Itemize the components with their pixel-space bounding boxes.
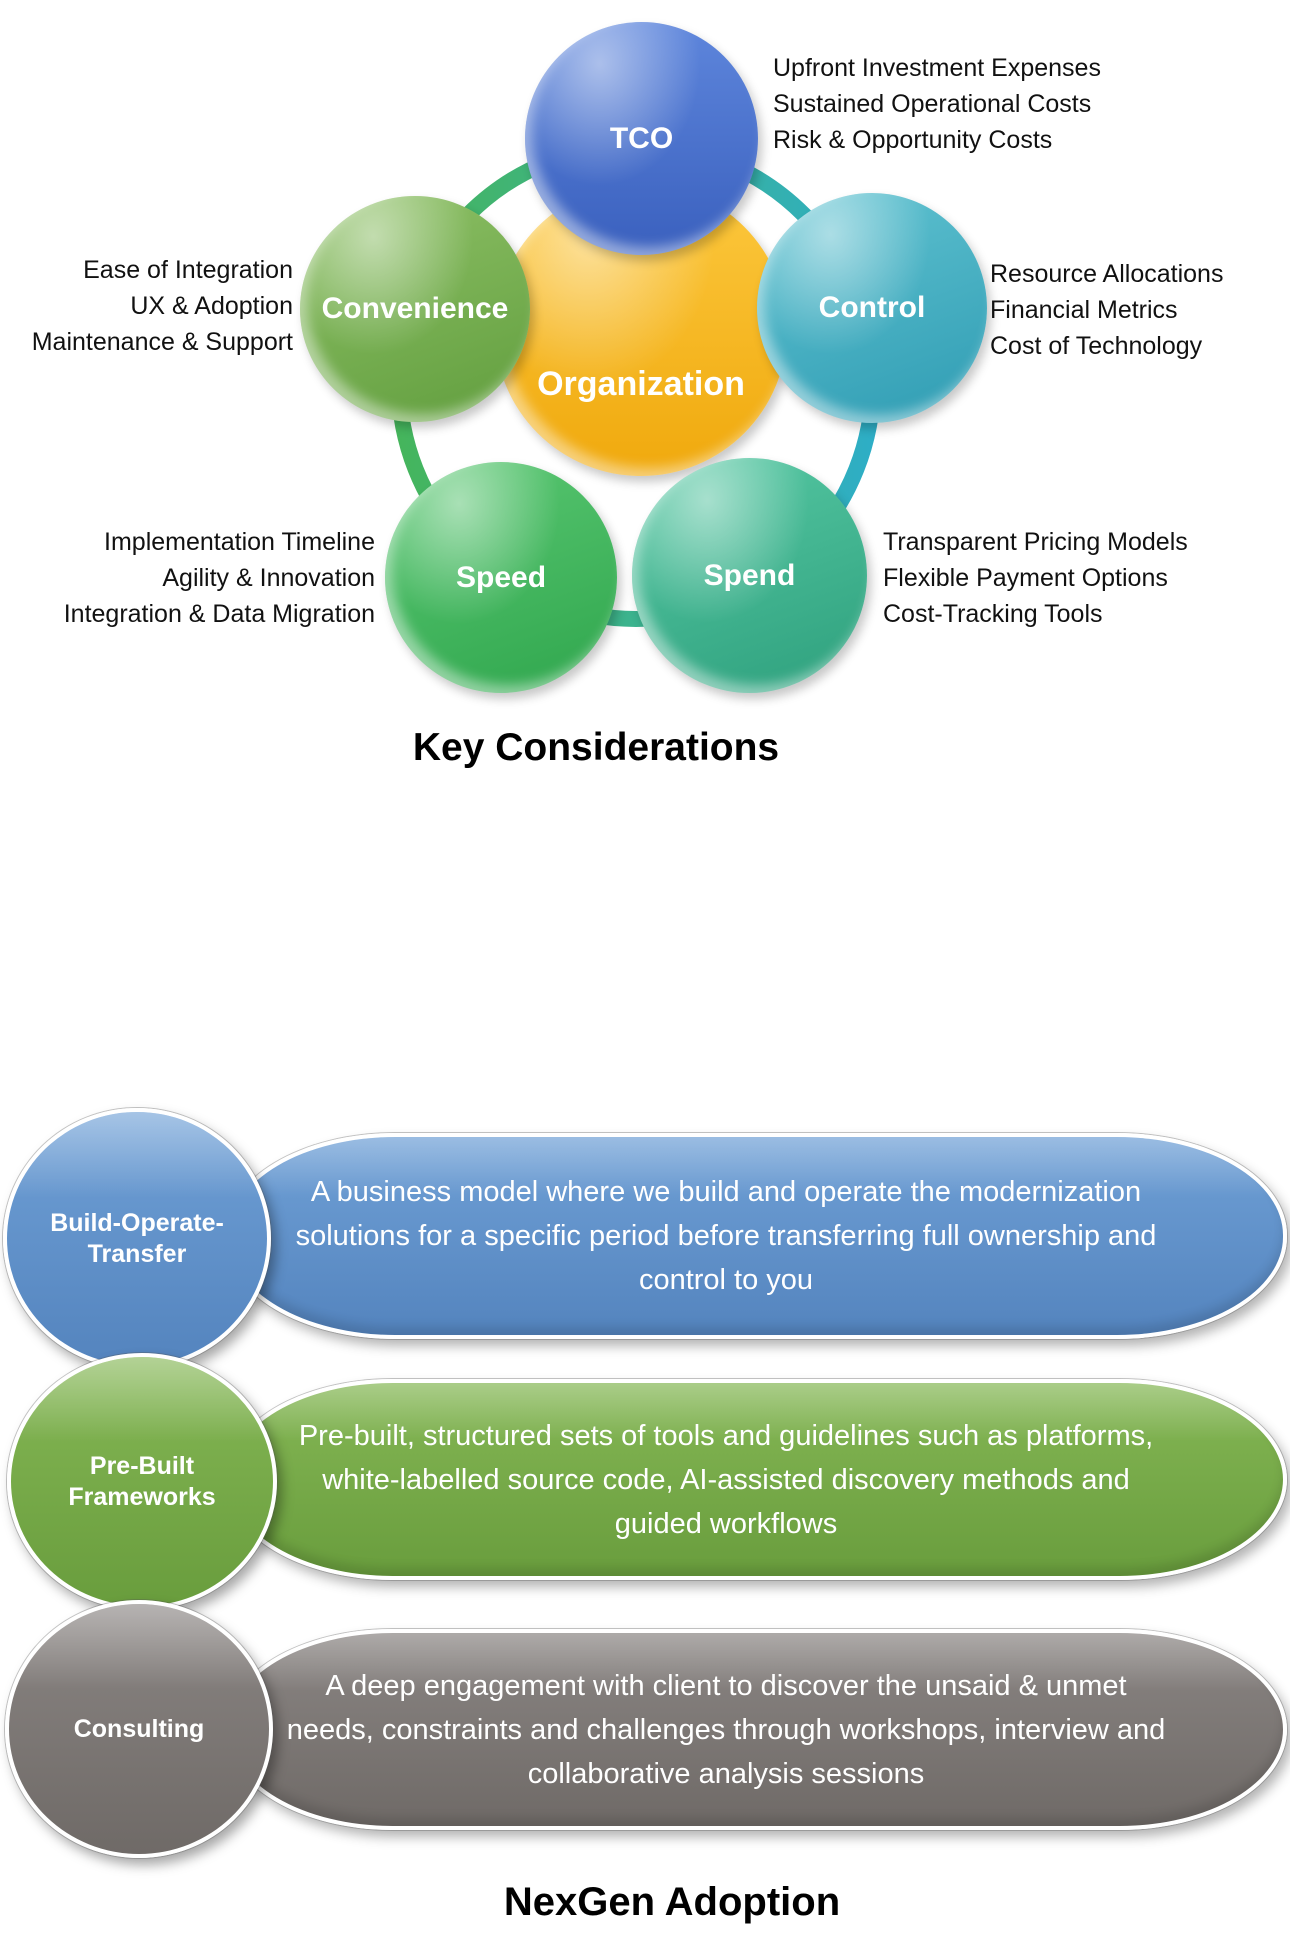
note-line: Sustained Operational Costs <box>773 90 1092 118</box>
consulting-label: Consulting <box>73 1714 205 1743</box>
consulting-description: A deep engagement with client to discove… <box>286 1669 1166 1790</box>
note-line: Maintenance & Support <box>31 328 293 356</box>
convenience-label: Convenience <box>321 292 509 325</box>
spend-circle: Spend <box>632 458 867 693</box>
note-line: Integration & Data Migration <box>63 600 375 628</box>
note-line: Cost-Tracking Tools <box>883 600 1103 628</box>
note-line: Ease of Integration <box>83 256 293 284</box>
convenience-circle: Convenience <box>300 196 530 422</box>
tco-circle: TCO <box>525 22 758 255</box>
organization-label: Organization <box>537 365 745 404</box>
build-operate-transfer-pill: A business model where we build and oper… <box>225 1133 1287 1339</box>
note-line: Transparent Pricing Models <box>883 528 1188 556</box>
speed-label: Speed <box>455 560 547 594</box>
pre-built-frameworks-pill: Pre-built, structured sets of tools and … <box>225 1379 1287 1580</box>
build-operate-transfer-label: Build-Operate-Transfer <box>50 1208 224 1268</box>
consulting-pill: A deep engagement with client to discove… <box>225 1629 1287 1830</box>
convenience-notes: Ease of Integration UX & Adoption Mainte… <box>32 252 293 360</box>
spend-label: Spend <box>703 558 796 592</box>
speed-notes: Implementation Timeline Agility & Innova… <box>64 524 375 632</box>
note-line: Agility & Innovation <box>162 564 375 592</box>
consulting-circle: Consulting <box>5 1600 273 1858</box>
note-line: Flexible Payment Options <box>883 564 1168 592</box>
pre-built-frameworks-description: Pre-built, structured sets of tools and … <box>298 1419 1154 1540</box>
build-operate-transfer-description: A business model where we build and oper… <box>295 1176 1157 1296</box>
pre-built-frameworks-circle: Pre-Built Frameworks <box>7 1353 277 1610</box>
control-label: Control <box>818 291 926 324</box>
note-line: Risk & Opportunity Costs <box>773 126 1053 154</box>
tco-notes: Upfront Investment Expenses Sustained Op… <box>773 50 1101 158</box>
build-operate-transfer-circle: Build-Operate-Transfer <box>3 1108 271 1369</box>
note-line: Financial Metrics <box>990 296 1178 324</box>
nexgen-adoption-title: NexGen Adoption <box>503 1880 841 1924</box>
spend-notes: Transparent Pricing Models Flexible Paym… <box>883 524 1188 632</box>
key-considerations-title: Key Considerations <box>412 726 780 769</box>
control-notes: Resource Allocations Financial Metrics C… <box>990 256 1223 364</box>
note-line: Upfront Investment Expenses <box>773 54 1101 82</box>
tco-label: TCO <box>609 121 674 155</box>
speed-circle: Speed <box>385 462 617 693</box>
note-line: Implementation Timeline <box>104 528 375 556</box>
pre-built-frameworks-label: Pre-Built Frameworks <box>68 1451 216 1511</box>
note-line: Resource Allocations <box>990 260 1224 288</box>
note-line: UX & Adoption <box>130 292 293 320</box>
note-line: Cost of Technology <box>990 332 1203 360</box>
control-circle: Control <box>757 193 987 423</box>
